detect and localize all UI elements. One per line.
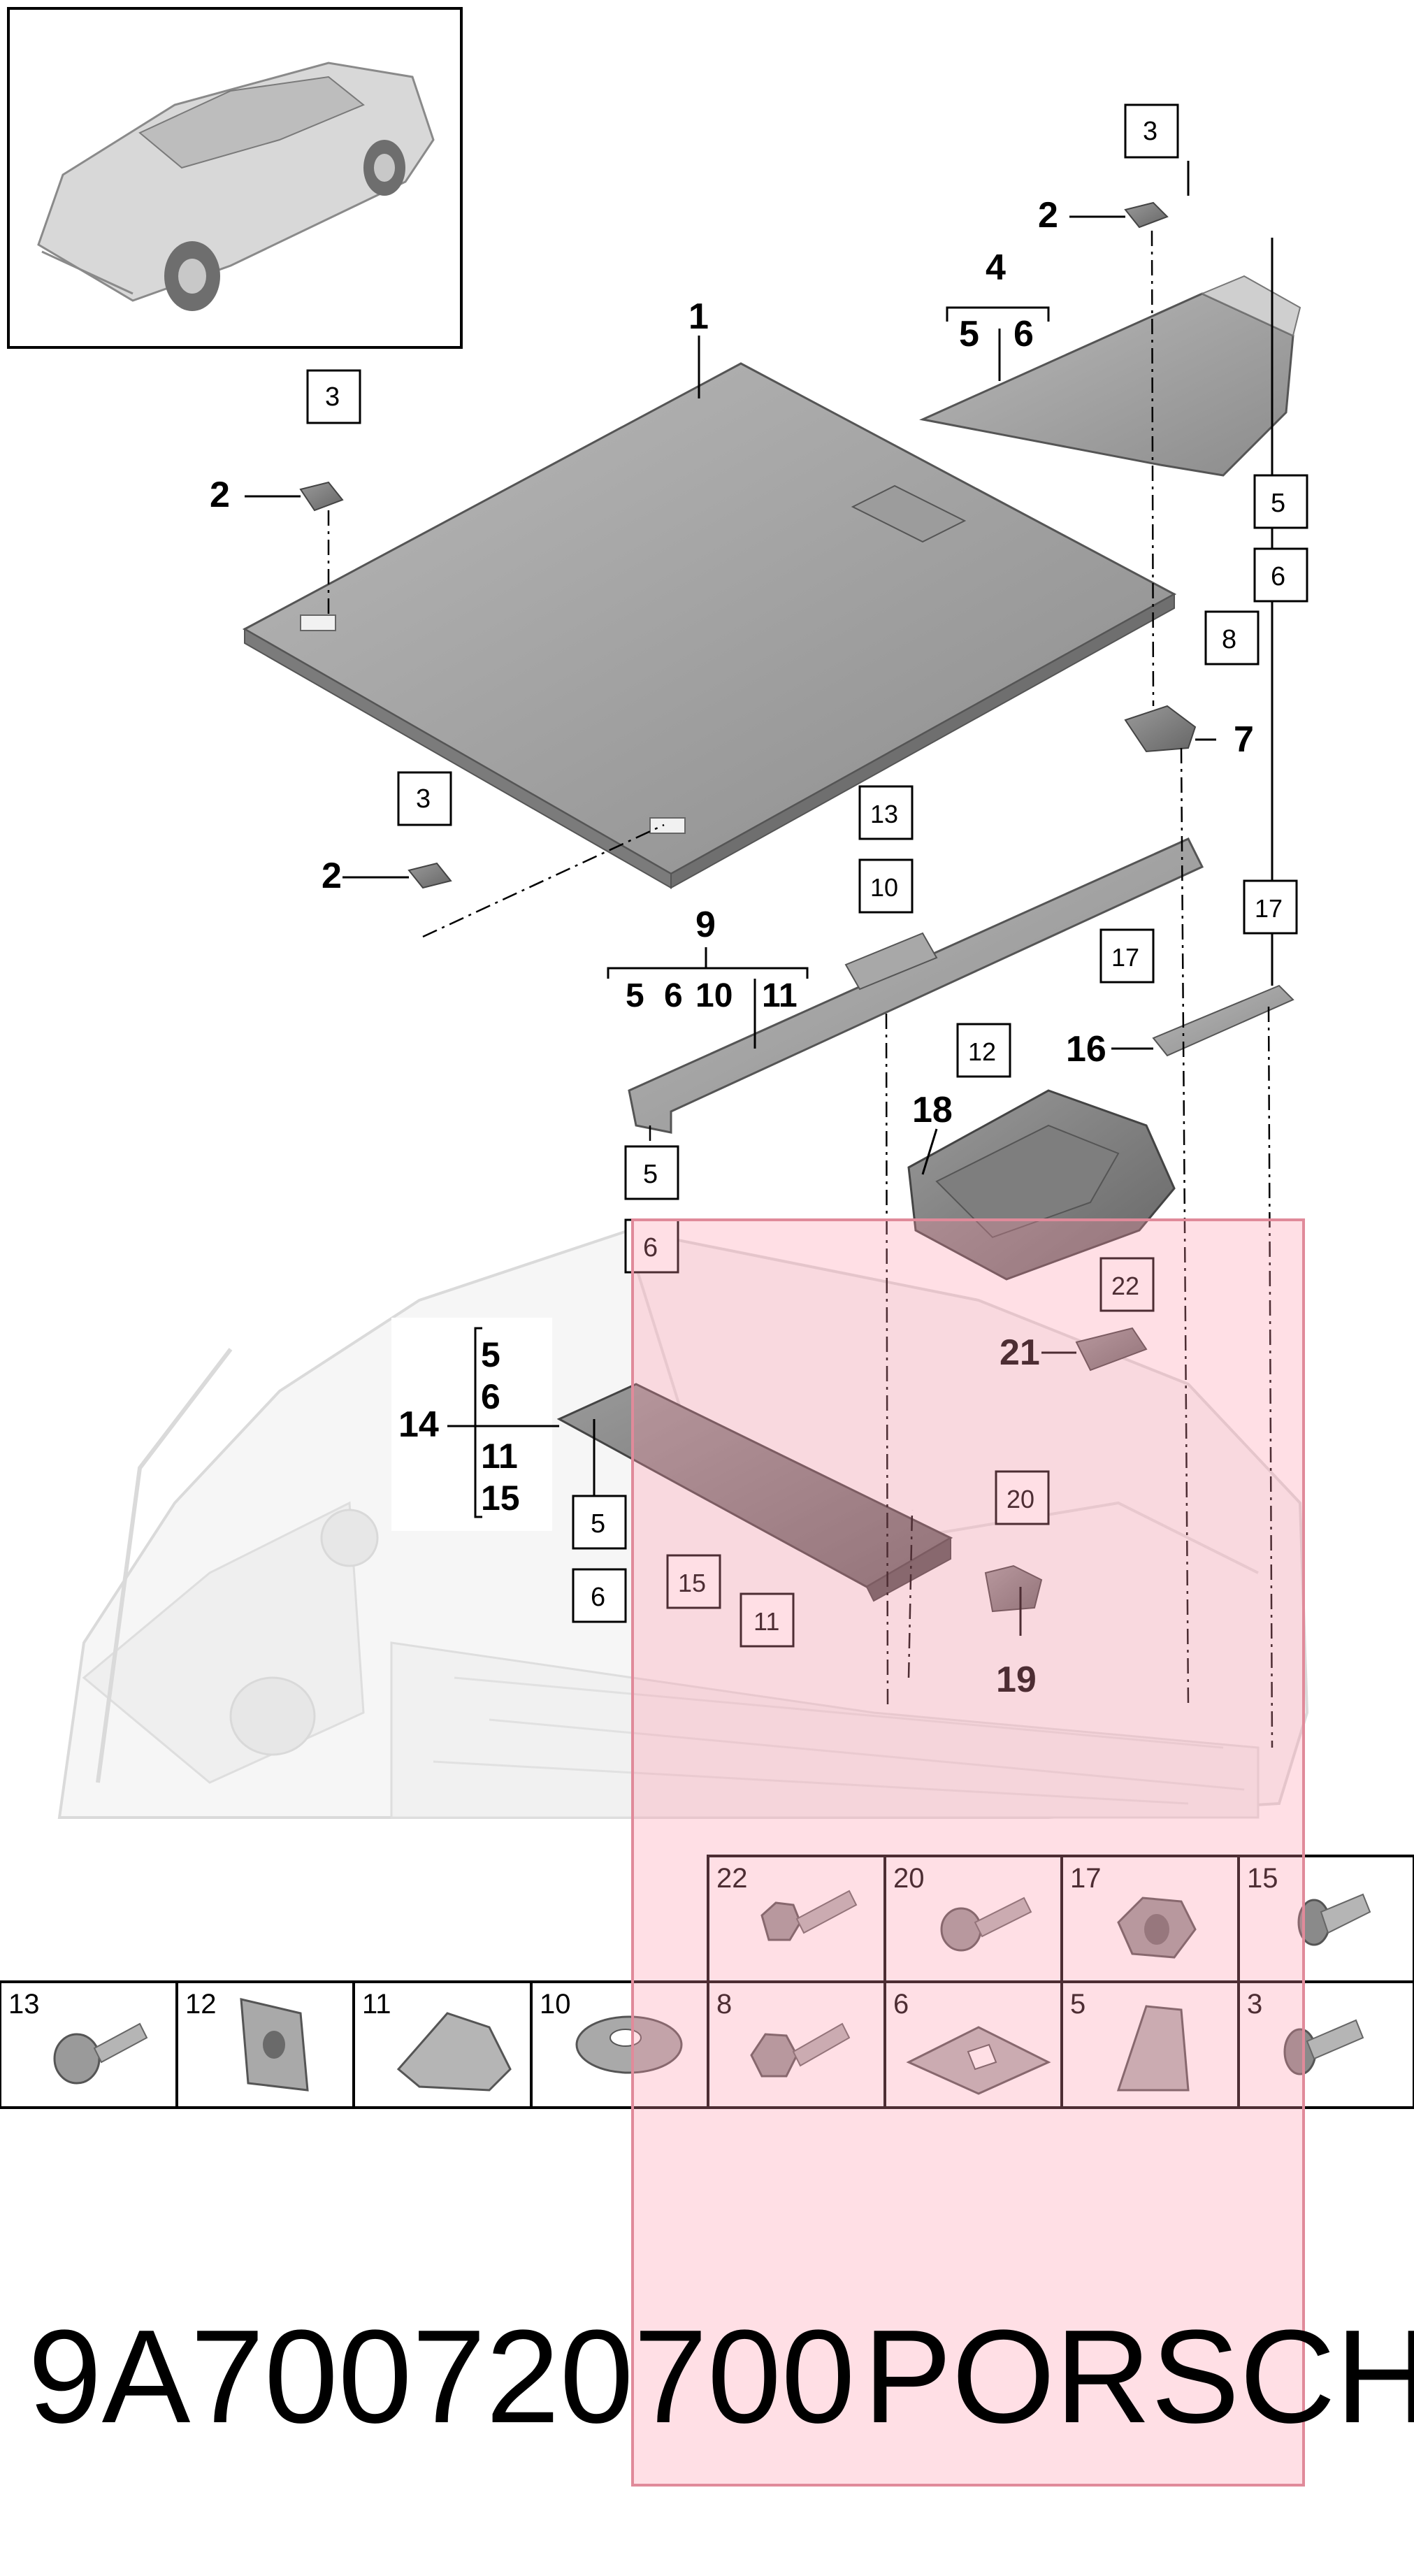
fastener-cell-15: 15	[1247, 1863, 1278, 1894]
callout-1: 1	[688, 296, 709, 337]
hex-bolt-icon-8	[750, 2022, 851, 2078]
speed-nut-icon-12	[240, 1998, 309, 2092]
box-5-beam: 5	[643, 1160, 658, 1189]
box-11: 11	[753, 1607, 779, 1636]
clip-upper-left	[299, 481, 344, 512]
luggage-floor-panel	[242, 362, 1177, 889]
callout-14-sub-11: 11	[481, 1437, 518, 1476]
box-13: 13	[870, 800, 898, 828]
bolt-icon-3	[1283, 2019, 1364, 2075]
callout-9-sub-10: 10	[695, 977, 733, 1014]
fastener-cell-10: 10	[540, 1989, 571, 2020]
callout-2-lower-left: 2	[322, 856, 342, 896]
boxed-references: 3 3 3 5 6 8 13 10 12 17 17 5 6 22 20 5 6…	[306, 103, 1308, 1648]
bracket-7	[1124, 705, 1197, 753]
highlight-overlay	[631, 1218, 1305, 2487]
part-19	[984, 1564, 1043, 1613]
fastener-cell-20: 20	[893, 1863, 925, 1894]
fastener-cell-13: 13	[8, 1989, 40, 2020]
callout-14-sub-15: 15	[481, 1478, 520, 1518]
fastener-cell-6: 6	[893, 1989, 909, 2020]
box-17-left: 17	[1111, 943, 1139, 972]
callout-14-sub-5: 5	[481, 1335, 500, 1374]
push-rivet-icon-20	[940, 1897, 1032, 1952]
spring-clip-icon-11	[396, 2012, 512, 2092]
screw-icon-13	[53, 2022, 148, 2085]
fastener-cell-8: 8	[716, 1989, 732, 2020]
box-20: 20	[1007, 1485, 1034, 1513]
callout-4-sub-5: 5	[959, 314, 979, 354]
fastener-cell-3: 3	[1247, 1989, 1262, 2020]
callout-9-sub-6: 6	[664, 977, 683, 1014]
callout-21: 21	[1000, 1332, 1040, 1373]
box-3-left: 3	[325, 382, 340, 412]
callout-14-block: 14 5 6 11 15	[391, 1318, 552, 1531]
callout-4: 4	[986, 247, 1006, 288]
box-5-wedge: 5	[1271, 489, 1285, 518]
callout-19: 19	[996, 1660, 1037, 1700]
box-5-panel: 5	[591, 1509, 605, 1539]
box-3-top-right: 3	[1143, 117, 1157, 146]
callout-18: 18	[912, 1090, 953, 1130]
callout-7: 7	[1234, 719, 1254, 760]
fastener-table: 22 20 17 15 13 12 11 10 8 6 5 3	[0, 1855, 1414, 2109]
rail-16	[1152, 984, 1294, 1057]
hex-bolt-icon-22	[760, 1890, 858, 1941]
fastener-cell-17: 17	[1070, 1863, 1102, 1894]
bolt-icon-15	[1297, 1893, 1371, 1946]
fastener-cell-11: 11	[362, 1989, 391, 2020]
fastener-cell-12: 12	[185, 1989, 217, 2020]
box-6-wedge: 6	[1271, 562, 1285, 591]
box-22: 22	[1111, 1272, 1139, 1300]
callout-2-upper-right: 2	[1038, 195, 1058, 236]
part-21	[1075, 1327, 1148, 1372]
box-6-beam: 6	[643, 1233, 658, 1262]
brand-name: PORSCHE	[863, 2303, 1414, 2451]
callout-9-sub-5: 5	[626, 977, 644, 1014]
box-8: 8	[1222, 625, 1236, 654]
box-6-panel: 6	[591, 1583, 605, 1612]
box-17-right: 17	[1255, 894, 1283, 923]
part-number: 9A700720700	[28, 2303, 855, 2451]
box-12: 12	[968, 1037, 996, 1066]
cross-beam	[628, 837, 1204, 1134]
clip-upper-right	[1124, 201, 1169, 229]
callout-4-sub-6: 6	[1013, 314, 1034, 354]
clip-lower-left	[407, 862, 452, 889]
callout-16: 16	[1066, 1029, 1106, 1070]
callout-14: 14	[398, 1404, 439, 1445]
callout-numbers: 1 4 5 6 2 2 2 7 9 5 6 10 11 16 18 21 19	[210, 195, 1254, 1700]
rear-body-structure	[57, 1228, 1309, 1819]
fastener-cell-5: 5	[1070, 1989, 1085, 2020]
alignment-lines	[327, 230, 1274, 1748]
box-10: 10	[870, 873, 898, 902]
callout-2-upper-left: 2	[210, 475, 230, 515]
box-3-bottom: 3	[416, 784, 431, 814]
nut-icon-17	[1117, 1897, 1197, 1959]
foam-tray	[907, 1089, 1176, 1281]
callout-14-sub-6: 6	[481, 1377, 500, 1416]
clip-icon-5	[1116, 2005, 1190, 2092]
fastener-cell-22: 22	[716, 1863, 748, 1894]
car-thumbnail	[7, 7, 463, 349]
foam-pad-icon-6	[906, 2026, 1051, 2095]
box-15: 15	[678, 1569, 706, 1597]
callout-9: 9	[695, 905, 716, 945]
side-wedge-panel	[919, 275, 1301, 477]
callout-9-sub-11: 11	[762, 977, 798, 1014]
